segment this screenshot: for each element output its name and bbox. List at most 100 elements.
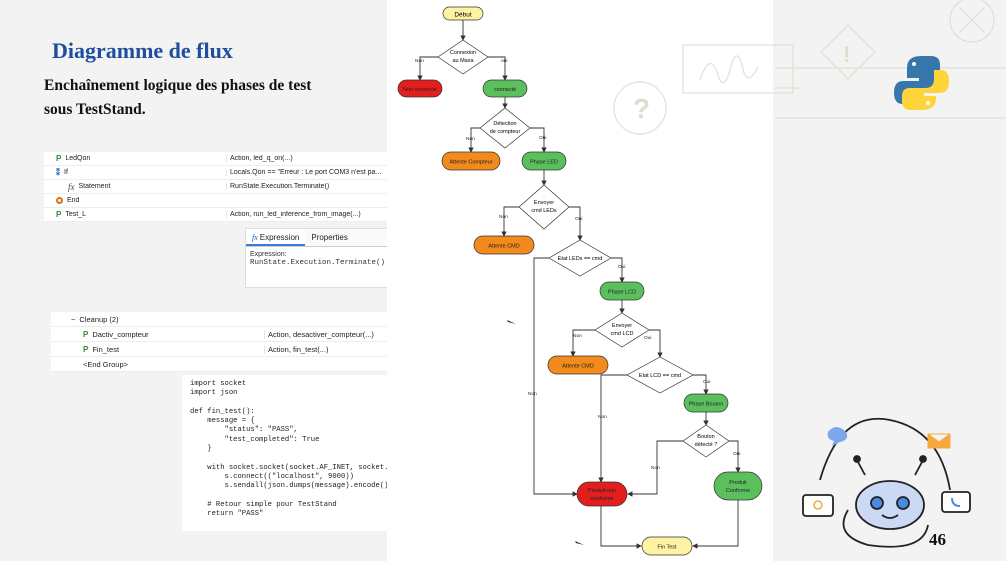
robot-illustration <box>802 417 971 548</box>
decision-etat-lcd <box>626 356 694 394</box>
decision-compteur <box>479 107 531 149</box>
exclamation-icon: ! <box>843 42 850 67</box>
p-icon: P <box>56 210 62 219</box>
attente-cmd-node <box>473 235 535 255</box>
branch-label-oui: Oui <box>618 264 625 270</box>
flowchart: Début Connexion au Maxa Non connecté con… <box>397 6 763 556</box>
decision-label: cmd LCD <box>611 331 634 337</box>
phase-bouton-node <box>683 393 729 413</box>
stray-arrow-icon <box>575 541 584 545</box>
node-label: conforme <box>591 496 614 502</box>
connecte-node <box>482 79 528 98</box>
table-row[interactable]: ⁑ If Locals.Qon == "Erreur : Le port COM3… <box>44 166 388 180</box>
decision-label: Détection <box>493 121 516 127</box>
node-label: Phase LCD <box>608 290 636 296</box>
step-name: If <box>64 169 68 176</box>
decision-label: Bouton <box>697 434 714 440</box>
decision-envoyer-lcd <box>594 312 650 348</box>
step-name: Fin_test <box>92 344 120 354</box>
chat-bubble-icon <box>827 427 848 446</box>
decision-label: Connexion <box>450 50 476 56</box>
step-name: End <box>67 197 80 204</box>
node-label: Non connecté <box>403 87 437 93</box>
attente-compteur-node <box>441 151 501 171</box>
decision-etat-led <box>548 239 612 277</box>
decision-label: de compteur <box>490 129 521 135</box>
expression-label: Expression: <box>250 251 287 258</box>
start-label: Début <box>454 12 472 19</box>
step-name: Dactiv_compteur <box>92 329 149 339</box>
step-description: Action, run_led_inference_from_image(...… <box>226 211 388 218</box>
decision-label: Envoyer <box>534 200 554 206</box>
node-label: Produit <box>729 480 747 486</box>
branch-label-oui: oui <box>501 58 507 64</box>
gear-icon <box>813 500 823 510</box>
node-label: Phase Bouton <box>689 402 724 408</box>
decision-label: cmd LEDs <box>531 208 557 214</box>
fx-icon: fx <box>252 233 258 242</box>
decision-label: Etat LCD == cmd <box>639 373 681 379</box>
if-icon: ⁑ <box>56 168 60 177</box>
branch-label-oui: Oui <box>539 135 546 141</box>
step-description: Action, fin_test(...) <box>264 344 407 354</box>
decision-label: au Maxa <box>452 58 474 64</box>
step-description: Action, led_q_on(...) <box>226 155 388 162</box>
phone-card-icon <box>941 491 971 513</box>
tab-properties[interactable]: Properties <box>311 233 348 242</box>
page-number: 46 <box>929 530 946 549</box>
node-label: Attente CMD <box>488 244 520 250</box>
p-icon: P <box>56 154 62 163</box>
stray-arrow-icon <box>507 320 516 324</box>
fx-icon: fx <box>68 181 75 192</box>
table-row[interactable]: −Cleanup (2) <box>51 312 407 327</box>
step-description: Action, desactiver_compteur(...) <box>264 329 407 339</box>
produit-conforme-node <box>713 471 763 501</box>
fin-test-node <box>641 536 693 556</box>
decision-bouton <box>682 424 730 458</box>
branch-label-oui: Oui <box>575 216 582 222</box>
branch-label-non: Non <box>466 136 475 142</box>
p-icon: P <box>83 344 89 354</box>
step-description: RunState.Execution.Terminate() <box>226 183 388 190</box>
start-node <box>442 6 484 21</box>
phase-led-node <box>521 151 567 171</box>
step-description: Locals.Qon == "Erreur : Le port COM3 n'e… <box>226 169 388 176</box>
tab-expression-label: Expression <box>259 233 300 242</box>
non-connecte-node <box>397 79 443 98</box>
node-label: Phase LED <box>530 160 558 166</box>
step-name: LedQon <box>65 155 91 162</box>
table-row[interactable]: End <box>44 194 388 208</box>
group-name: Cleanup (2) <box>79 314 119 324</box>
table-row[interactable]: <End Group> <box>51 357 407 372</box>
flowchart-panel: Début Connexion au Maxa Non connecté con… <box>387 0 773 561</box>
p-icon: P <box>83 329 89 339</box>
branch-label-non: Non <box>598 414 607 420</box>
node-label: Conforme <box>726 488 750 494</box>
node-label: Attente Compteur <box>449 160 492 166</box>
branch-label-non: Non <box>415 58 424 64</box>
step-name: <End Group> <box>83 359 129 369</box>
node-label: Produit non <box>588 488 616 494</box>
branch-label-oui: Oui <box>733 451 740 457</box>
expression-field[interactable]: RunState.Execution.Terminate() <box>250 259 386 267</box>
branch-label-non: Non <box>651 465 660 471</box>
branch-label-non: Non <box>528 391 537 397</box>
branch-label-oui: Oui <box>703 379 710 385</box>
decision-connexion <box>437 39 489 75</box>
collapse-icon[interactable]: − <box>71 314 76 324</box>
mail-icon <box>927 433 951 449</box>
attente-cmd-node <box>547 355 609 375</box>
end-icon <box>56 197 63 204</box>
node-label: connecté <box>494 87 516 93</box>
branch-label-oui: Oui <box>644 335 651 341</box>
page-title: Diagramme de flux <box>52 38 233 63</box>
